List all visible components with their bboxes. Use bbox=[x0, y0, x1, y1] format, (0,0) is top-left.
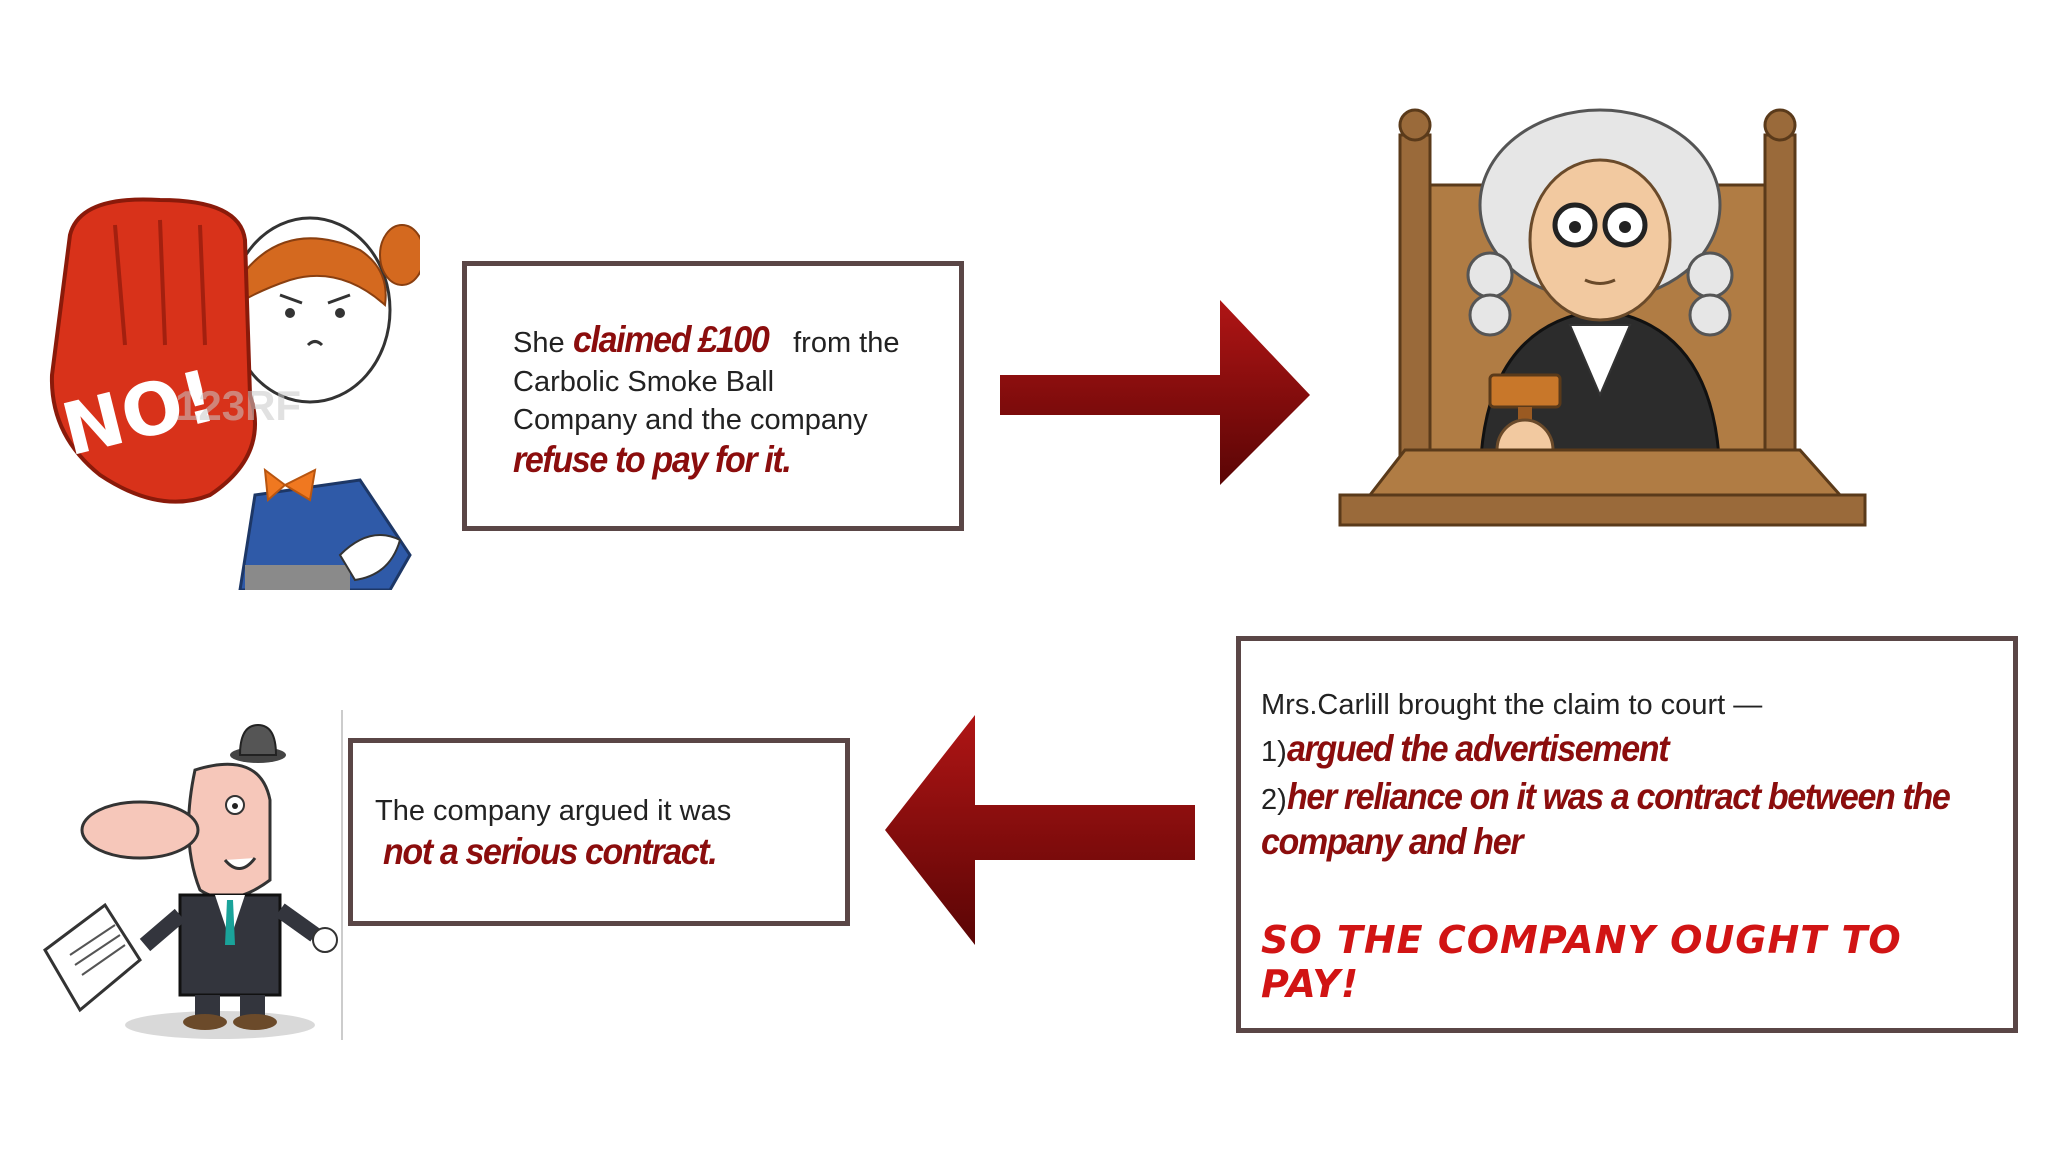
conclusion-text: SO THE COMPANY OUGHT TO PAY! bbox=[1261, 917, 1902, 1006]
left-arrow-icon bbox=[885, 715, 1195, 945]
refuse-to-pay-text: refuse to pay for it. bbox=[513, 439, 792, 481]
court-intro-line: Mrs.Carlill brought the claim to court — bbox=[1261, 689, 1763, 721]
woman-no-sign-illustration: NO! 123RF bbox=[49, 197, 420, 590]
claim-text-box: She claimed £100 from the Carbolic Smoke… bbox=[462, 261, 964, 531]
businessman-illustration bbox=[43, 710, 343, 1040]
company-argument-line: The company argued it was bbox=[375, 795, 732, 827]
claim-line-1: She claimed £100 from the bbox=[513, 316, 959, 364]
judge-illustration bbox=[1338, 108, 1867, 527]
not-serious-contract-text: not a serious contract. bbox=[383, 830, 718, 872]
court-claim-text-box: Mrs.Carlill brought the claim to court —… bbox=[1236, 636, 2018, 1033]
argument-2-line: 2)her reliance on it was a contract betw… bbox=[1261, 773, 2013, 821]
argument-1-line: 1)argued the advertisement bbox=[1261, 725, 2013, 773]
company-argument-text-box: The company argued it was not a serious … bbox=[348, 738, 850, 926]
claim-line-3: Company and the company bbox=[513, 403, 868, 436]
watermark-text: 123RF bbox=[175, 382, 301, 429]
right-arrow-icon bbox=[1000, 300, 1310, 485]
claimed-amount-text: claimed £100 bbox=[572, 319, 770, 360]
argument-1-text: argued the advertisement bbox=[1286, 727, 1670, 769]
argument-2-continuation: company and her bbox=[1261, 820, 1524, 862]
claim-line-2: Carbolic Smoke Ball bbox=[513, 366, 775, 399]
argument-2-text: her reliance on it was a contract betwee… bbox=[1286, 775, 1951, 817]
